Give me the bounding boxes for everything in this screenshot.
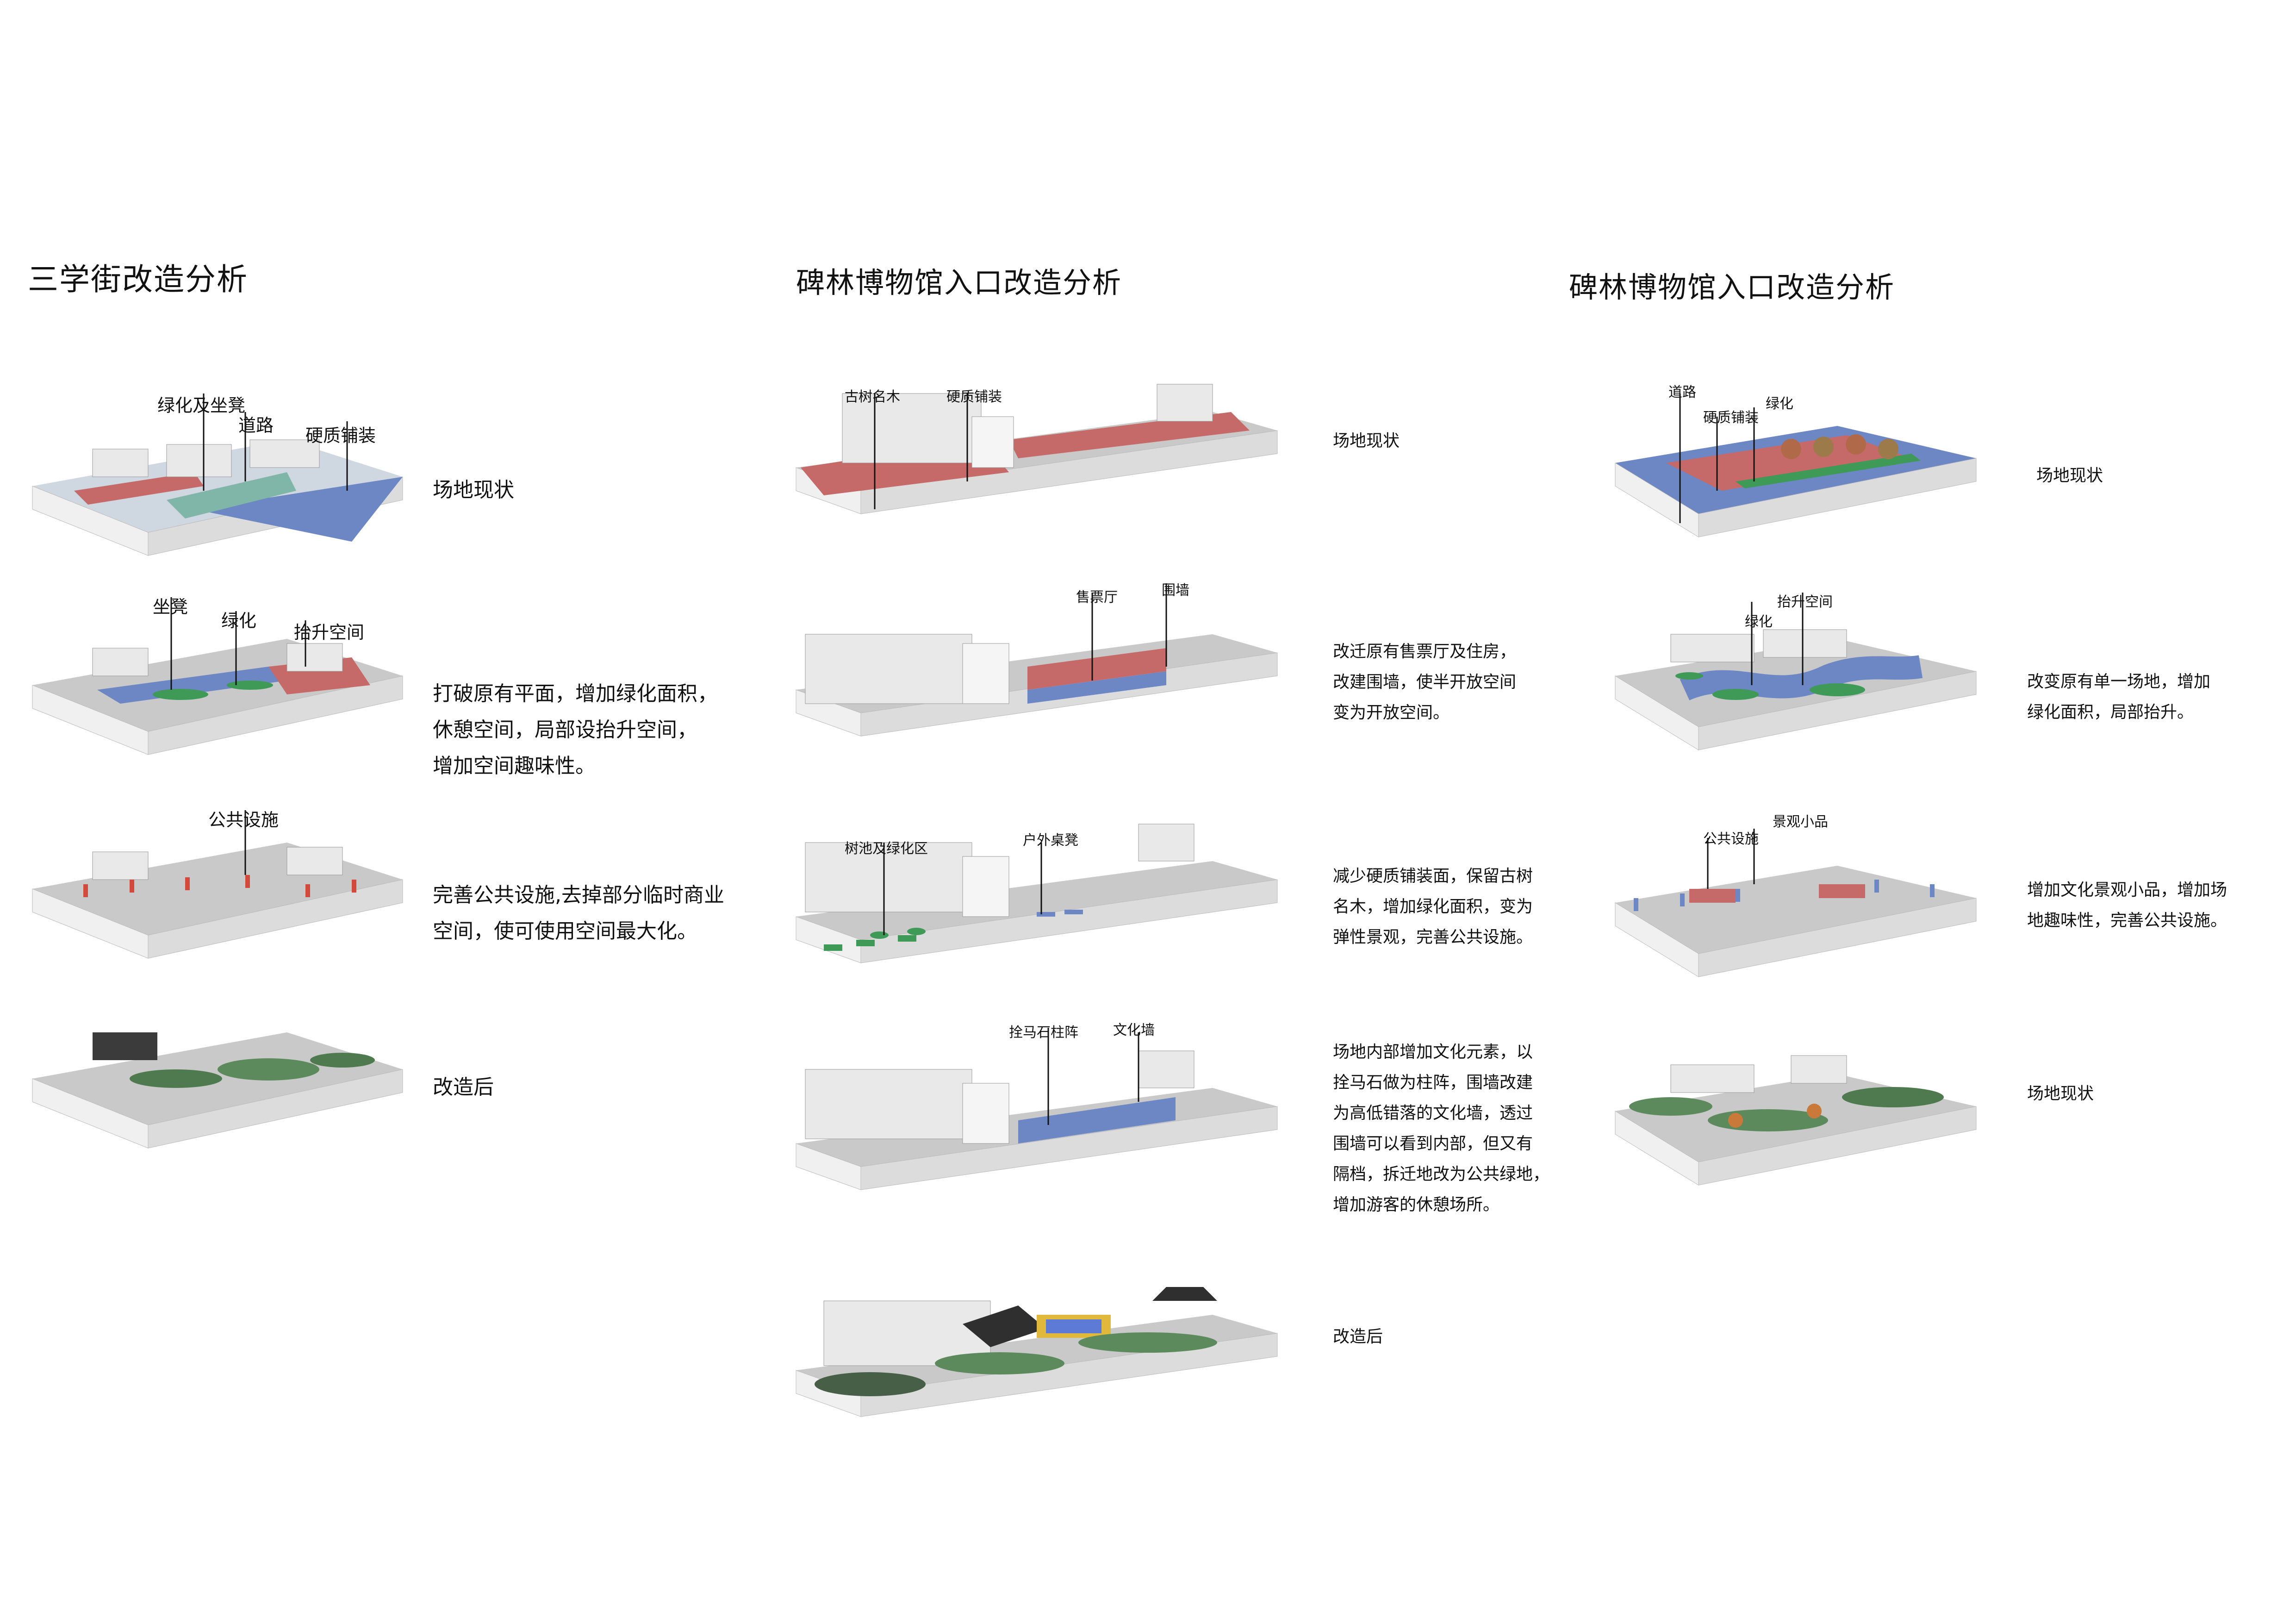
label-road: 道路 — [238, 415, 274, 436]
label-greenery: 绿化 — [221, 611, 257, 631]
diagram-sanxuejie-current — [32, 394, 403, 556]
label-bench: 坐凳 — [153, 597, 188, 617]
label-hitching-posts: 拴马石柱阵 — [1009, 1024, 1078, 1041]
diagram-beilin-current — [796, 384, 1278, 514]
diagram-beilin2-after — [1615, 1055, 1977, 1186]
desc-sanxuejie-facilities: 完善公共设施,去掉部分临时商业 空间，使可使用空间最大化。 — [433, 883, 724, 943]
label-enclosure-wall: 围墙 — [1162, 582, 1189, 599]
column-title-sanxuejie: 三学街改造分析 — [28, 262, 248, 297]
diagram-beilin2-raised — [1615, 593, 1977, 750]
label-tree-pits-greenery: 树池及绿化区 — [845, 841, 928, 857]
diagram-sanxuejie-after — [32, 1032, 403, 1149]
desc-beilin-after: 改造后 — [1333, 1327, 1383, 1346]
label-raised-space: 抬升空间 — [1777, 594, 1833, 610]
label-greenery: 绿化 — [1745, 614, 1773, 630]
desc-beilin2-raised: 改变原有单一场地，增加 绿化面积，局部抬升。 — [2027, 672, 2211, 722]
label-ticket-hall: 售票厅 — [1076, 589, 1118, 606]
label-hard-paving: 硬质铺装 — [305, 425, 376, 446]
diagram-beilin-greenery — [796, 824, 1278, 963]
diagram-beilin-walls — [796, 583, 1278, 737]
label-greenery: 绿化 — [1766, 396, 1793, 412]
diagram-sanxuejie-facilities — [32, 810, 403, 959]
label-road: 道路 — [1668, 384, 1696, 400]
diagram-beilin-after — [796, 1287, 1278, 1417]
desc-sanxuejie-plan: 打破原有平面，增加绿化面积， 休憩空间，局部设抬升空间， 增加空间趣味性。 — [433, 682, 718, 778]
label-raised-space: 抬升空间 — [294, 622, 365, 643]
desc-beilin2-facilities: 增加文化景观小品，增加场 地趣味性，完善公共设施。 — [2027, 881, 2228, 930]
desc-beilin2-current: 场地现状 — [2036, 466, 2103, 485]
label-greenery-seating: 绿化及坐凳 — [157, 395, 246, 416]
label-landscape-feature: 景观小品 — [1773, 814, 1828, 830]
diagram-beilin2-facilities — [1615, 829, 1977, 977]
label-ancient-tree: 古树名木 — [845, 389, 900, 405]
desc-beilin-current: 场地现状 — [1333, 431, 1400, 450]
label-public-facilities: 公共设施 — [1703, 831, 1759, 847]
column-title-beilin-2: 碑林博物馆入口改造分析 — [1569, 270, 1895, 304]
label-hard-paving: 硬质铺装 — [1703, 410, 1759, 426]
diagram-beilin2-current — [1615, 394, 1977, 537]
desc-beilin-culture: 场地内部增加文化元素，以 拴马石做为柱阵，围墙改建 为高低错落的文化墙，透过 围… — [1333, 1043, 1550, 1214]
desc-beilin-greenery: 减少硬质铺装面，保留古树 名木，增加绿化面积，变为 弹性景观，完善公共设施。 — [1333, 867, 1533, 947]
desc-beilin2-after: 场地现状 — [2027, 1084, 2094, 1103]
diagram-beilin-culture — [796, 1028, 1278, 1190]
label-public-facilities: 公共设施 — [208, 810, 279, 830]
desc-beilin-walls: 改迁原有售票厅及住房， 改建围墙，使半开放空间 变为开放空间。 — [1333, 642, 1517, 722]
label-hard-paving: 硬质铺装 — [946, 389, 1002, 405]
diagram-sanxuejie-plan — [32, 597, 403, 755]
label-outdoor-seating: 户外桌凳 — [1023, 832, 1078, 849]
column-title-beilin-1: 碑林博物馆入口改造分析 — [796, 266, 1122, 300]
label-culture-wall: 文化墙 — [1113, 1022, 1155, 1038]
desc-sanxuejie-current: 场地现状 — [433, 478, 514, 502]
desc-sanxuejie-after: 改造后 — [433, 1075, 494, 1099]
